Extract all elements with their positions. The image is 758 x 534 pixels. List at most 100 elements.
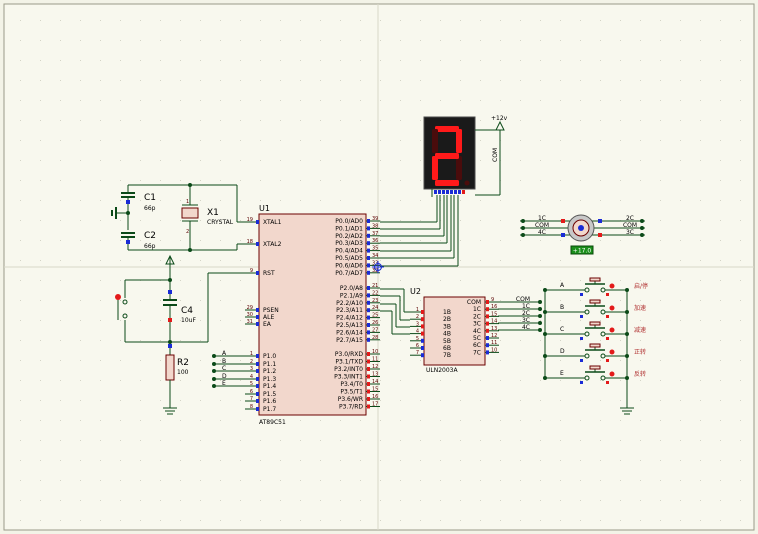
u2-pin-name: 2B <box>443 316 451 323</box>
u1-pin-number: 23 <box>372 298 378 304</box>
supply-arrow-icon <box>495 120 505 131</box>
motor-label-left: 1C <box>538 215 546 222</box>
probe-icon[interactable] <box>372 261 384 273</box>
u1-pin-name: P3.2/INT0 <box>334 366 363 373</box>
button-contact <box>600 331 606 337</box>
u2-pin-number: 15 <box>491 311 497 317</box>
u2-output-label: 3C <box>522 317 530 324</box>
p1-net-label: D <box>222 373 227 380</box>
button-contact <box>584 287 590 293</box>
p1-net-junction <box>212 362 216 366</box>
u2-output-label: 4C <box>522 324 530 331</box>
button-pin-marker <box>580 337 583 340</box>
u2-pin-marker <box>421 353 424 358</box>
u2-pin-name: 7B <box>443 352 451 359</box>
button-contact <box>584 375 590 381</box>
button-net-label: C <box>560 326 564 333</box>
u1-pin-marker <box>256 354 259 358</box>
button-net-label: A <box>560 282 565 289</box>
u2-pin-number: 12 <box>491 333 497 339</box>
u2-output-junction <box>538 321 542 325</box>
button-state-dot <box>609 327 615 333</box>
u1-pin-number: 13 <box>372 372 378 378</box>
button-pin-marker <box>580 293 583 296</box>
motor-reading: +17.0 <box>573 248 592 255</box>
button-net-label: E <box>560 370 564 377</box>
u1-pin-marker <box>256 271 259 275</box>
u1-pin-number: 14 <box>372 379 378 385</box>
u2-output-junction <box>538 307 542 311</box>
u2-pin-marker <box>486 350 489 355</box>
u1-pin-number: 29 <box>247 305 253 311</box>
p2-to-u2-wires <box>380 288 410 335</box>
p1-net-label: A <box>222 350 227 357</box>
button-cap <box>589 343 601 348</box>
u1-pin-number: 25 <box>372 313 378 319</box>
u1-ref: U1 <box>259 204 270 213</box>
button-state-dot <box>609 305 615 311</box>
u1-pin-number: 18 <box>247 239 253 245</box>
button-cap <box>589 321 601 326</box>
button-rails <box>544 290 634 415</box>
u1-pin-marker <box>367 337 370 342</box>
u1-pin-marker <box>256 399 259 403</box>
button-label: 反转 <box>634 370 646 378</box>
u1-pin-marker <box>367 248 370 253</box>
u1-pin-marker <box>256 392 259 396</box>
p1-net-label: C <box>222 365 226 372</box>
u1-pin-marker <box>256 384 259 388</box>
c4-value: 10uF <box>181 317 196 324</box>
stepper-motor[interactable]: +17.0 <box>520 214 645 255</box>
u1-pin-name: P2.7/A15 <box>336 337 363 344</box>
u1-pin-number: 16 <box>372 394 378 400</box>
u1-pin-number: 12 <box>372 364 378 370</box>
u2-output-junction <box>538 300 542 304</box>
u1-pin-number: 33 <box>372 260 378 266</box>
u1-pin-marker <box>367 241 370 246</box>
u1-pin-number: 26 <box>372 320 378 326</box>
u1-pin-name: P1.1 <box>263 361 276 368</box>
u1-pin-number: 22 <box>372 290 378 296</box>
button-label: 加速 <box>634 304 646 312</box>
u1-pin-marker <box>367 308 370 313</box>
u2-pin-name: 2C <box>473 313 481 320</box>
seven-segment-display[interactable] <box>423 116 476 197</box>
u2-pin-number: 10 <box>491 347 497 353</box>
u2-pin-marker <box>421 324 424 329</box>
u2-output-label: 2C <box>522 310 530 317</box>
u1-pin-name: P3.4/T0 <box>340 381 363 388</box>
u1-pin-marker <box>367 286 370 290</box>
u1-pin-name: P2.2/A10 <box>336 300 363 307</box>
u1-pin-number: 34 <box>372 253 378 259</box>
u1-pin-marker <box>367 263 370 268</box>
button-contact <box>600 353 606 359</box>
p1-net-junction <box>212 354 216 358</box>
u2-pin-number: 11 <box>491 340 497 346</box>
u2-pin-marker <box>421 331 424 336</box>
display-segment <box>435 126 459 132</box>
u1-pin-number: 7 <box>250 396 253 402</box>
u1-pin-name: P1.5 <box>263 391 276 398</box>
u1-pin-name: P2.6/A14 <box>336 329 363 336</box>
button-label: 正转 <box>634 348 646 356</box>
u2-pin-marker <box>421 338 424 343</box>
u2-pin-marker <box>421 346 424 350</box>
button-contact <box>584 331 590 337</box>
u1-pin-marker <box>367 367 370 371</box>
u1-part: AT89C51 <box>259 419 286 426</box>
u1-pin-name: P1.7 <box>263 406 276 413</box>
u1-pin-number: 24 <box>372 305 378 311</box>
button-pin-marker <box>580 315 583 318</box>
u1-pin-name: P0.3/AD3 <box>335 240 363 247</box>
button-contact <box>600 375 606 381</box>
u2-pin-marker <box>486 314 489 319</box>
display-segment <box>435 180 459 186</box>
u1-pin-name: XTAL2 <box>263 241 282 248</box>
button-cap <box>589 277 601 282</box>
